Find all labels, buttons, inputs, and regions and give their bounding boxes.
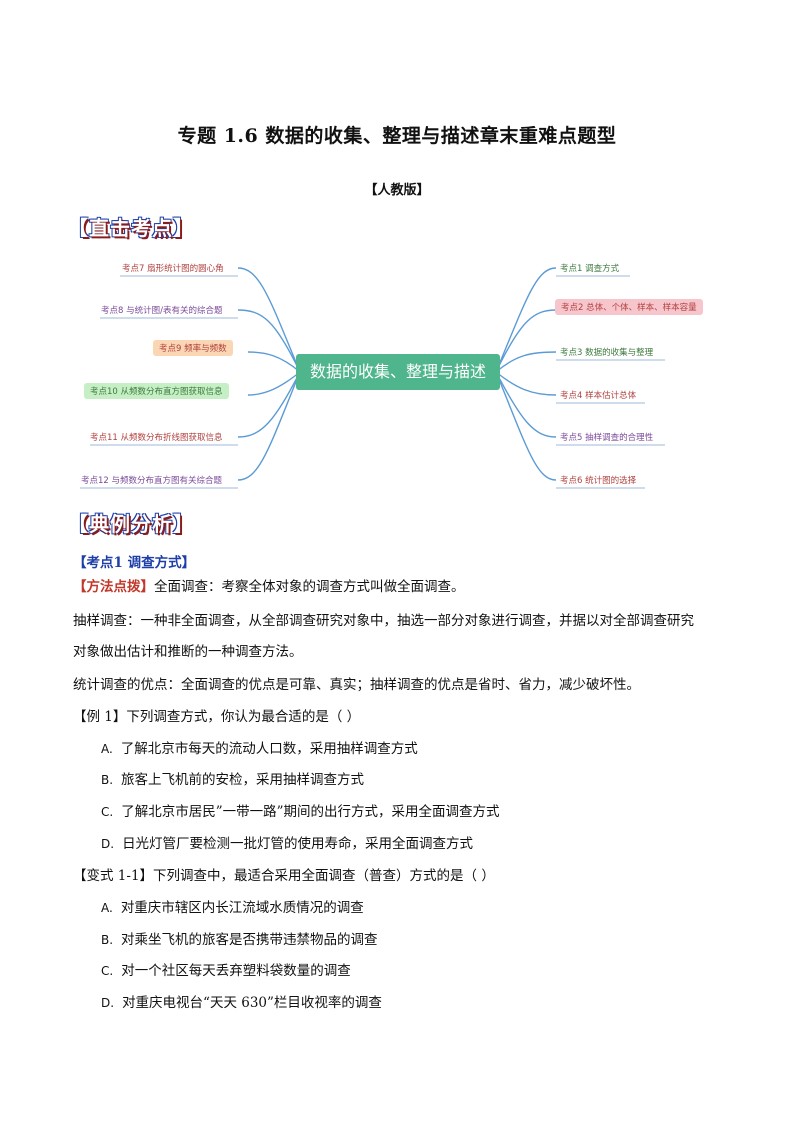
option-letter: A. xyxy=(101,742,113,756)
example1-question: 【例 1】下列调查方式，你认为最合适的是（ ） xyxy=(73,705,360,725)
mindmap-right-6: 考点6 统计图的选择 xyxy=(560,476,637,486)
option-letter: C. xyxy=(101,964,114,978)
variant1-text: 下列调查中，最适合采用全面调查（普查）方式的是（ ） xyxy=(153,868,495,884)
paragraph-sampling-line2: 对象做出估计和推断的一种调查方法。 xyxy=(73,644,303,660)
method-paragraph: 【方法点拨】全面调查：考察全体对象的调查方式叫做全面调查。 xyxy=(73,575,465,595)
variant1-option-c: C. 对一个社区每天丢弃塑料袋数量的调查 xyxy=(101,959,351,979)
section-banner-kaodian: 【直击考点】 xyxy=(68,216,194,240)
variant1-option-a: A. 对重庆市辖区内长江流域水质情况的调查 xyxy=(101,896,364,916)
mindmap-right-2: 考点2 总体、个体、样本、样本容量 xyxy=(555,299,703,315)
branch-left-10 xyxy=(247,371,301,396)
mindmap-left-11: 考点11 从频数分布折线图获取信息 xyxy=(90,433,223,443)
mindmap-right-4: 考点4 样本估计总体 xyxy=(560,391,637,401)
branch-right-2 xyxy=(495,309,557,373)
option-letter: D. xyxy=(101,837,115,851)
mindmap-left-8: 考点8 与统计图/表有关的综合题 xyxy=(101,306,223,316)
example1-option-b: B. 旅客上飞机前的安检，采用抽样调查方式 xyxy=(101,768,364,788)
variant1-option-d: D. 对重庆电视台“天天 630”栏目收视率的调查 xyxy=(101,991,382,1011)
example1-tag: 【例 1】 xyxy=(73,709,127,725)
branch-left-8 xyxy=(237,309,301,373)
branch-left-7 xyxy=(237,267,301,373)
kaodian1-heading: 【考点1 调查方式】 xyxy=(73,555,196,571)
branch-right-3 xyxy=(495,351,557,373)
option-letter: D. xyxy=(101,996,115,1010)
mindmap-right-5: 考点5 抽样调查的合理性 xyxy=(560,433,654,443)
branch-right-6 xyxy=(495,371,557,481)
mindmap-branches xyxy=(80,267,665,489)
page-title: 专题 1.6 数据的收集、整理与描述章末重难点题型 xyxy=(177,125,617,147)
example1-option-c: C. 了解北京市居民”一带一路”期间的出行方式，采用全面调查方式 xyxy=(101,800,500,820)
branch-left-9 xyxy=(247,351,301,373)
mindmap-left-10: 考点10 从频数分布直方图获取信息 xyxy=(84,383,229,399)
branch-right-4 xyxy=(495,371,557,396)
paragraph-sampling-line1: 抽样调查：一种非全面调查，从全部调查研究对象中，抽选一部分对象进行调查，并据以对… xyxy=(73,613,694,629)
example1-option-a: A. 了解北京市每天的流动人口数，采用抽样调查方式 xyxy=(101,737,418,757)
mindmap-left-7: 考点7 扇形统计图的圆心角 xyxy=(122,264,224,274)
option-text: 对乘坐飞机的旅客是否携带违禁物品的调查 xyxy=(121,932,378,948)
mindmap-center-node: 数据的收集、整理与描述 xyxy=(296,354,500,390)
option-letter: B. xyxy=(101,933,114,947)
branch-right-5 xyxy=(495,371,557,438)
edition-label: 【人教版】 xyxy=(364,183,430,198)
mindmap-left-12: 考点12 与频数分布直方图有关综合题 xyxy=(81,476,223,486)
example1-text: 下列调查方式，你认为最合适的是（ ） xyxy=(126,709,361,725)
option-text: 日光灯管厂要检测一批灯管的使用寿命，采用全面调查方式 xyxy=(122,836,474,852)
mindmap-right-3: 考点3 数据的收集与整理 xyxy=(560,348,654,358)
option-text: 对一个社区每天丢弃塑料袋数量的调查 xyxy=(121,963,351,979)
method-tag: 【方法点拨】 xyxy=(73,579,154,595)
mindmap-right-1: 考点1 调查方式 xyxy=(560,264,620,274)
method-text: 全面调查：考察全体对象的调查方式叫做全面调查。 xyxy=(154,579,465,595)
option-text: 对重庆市辖区内长江流域水质情况的调查 xyxy=(120,900,364,916)
option-letter: C. xyxy=(101,805,114,819)
branch-right-1 xyxy=(495,267,557,373)
option-text: 对重庆电视台“天天 630”栏目收视率的调查 xyxy=(122,995,382,1011)
variant1-tag: 【变式 1-1】 xyxy=(73,868,154,884)
example1-option-d: D. 日光灯管厂要检测一批灯管的使用寿命，采用全面调查方式 xyxy=(101,832,473,852)
variant1-option-b: B. 对乘坐飞机的旅客是否携带违禁物品的调查 xyxy=(101,928,378,948)
section-banner-dianli: 【典例分析】 xyxy=(68,512,194,536)
option-letter: A. xyxy=(101,901,113,915)
option-text: 旅客上飞机前的安检，采用抽样调查方式 xyxy=(121,772,365,788)
branch-left-12 xyxy=(237,371,301,481)
variant1-question: 【变式 1-1】下列调查中，最适合采用全面调查（普查）方式的是（ ） xyxy=(73,864,495,884)
option-text: 了解北京市每天的流动人口数，采用抽样调查方式 xyxy=(120,741,418,757)
option-text: 了解北京市居民”一带一路”期间的出行方式，采用全面调查方式 xyxy=(121,804,500,820)
mindmap-left-9: 考点9 频率与频数 xyxy=(153,340,233,356)
branch-left-11 xyxy=(237,371,301,438)
option-letter: B. xyxy=(101,773,114,787)
paragraph-advantages: 统计调查的优点：全面调查的优点是可靠、真实；抽样调查的优点是省时、省力，减少破坏… xyxy=(73,677,640,693)
